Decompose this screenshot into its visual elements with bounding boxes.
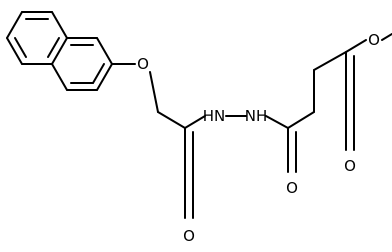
atom-label-ester-single-oxygen: O — [368, 31, 380, 49]
bond — [149, 71, 159, 113]
bond — [51, 11, 68, 39]
bond — [287, 111, 315, 129]
atom-label-right-carbonyl-oxygen: O — [286, 179, 298, 197]
bond — [92, 63, 105, 84]
bond — [265, 115, 289, 129]
bond — [345, 39, 367, 53]
bond — [184, 115, 206, 129]
bond — [96, 37, 113, 65]
bond — [6, 11, 23, 39]
bond — [51, 63, 68, 91]
atom-label-left-nitrogen: HN — [203, 107, 226, 125]
bond — [51, 37, 68, 65]
atom-label-ester-double-oxygen: O — [344, 157, 356, 175]
bond — [157, 111, 186, 129]
bond — [14, 37, 27, 58]
bond — [6, 37, 23, 65]
bond — [313, 51, 347, 71]
bond — [381, 33, 392, 41]
bond — [96, 63, 113, 91]
bond — [47, 37, 60, 58]
naphthalene-ring — [6, 11, 113, 91]
atom-label-ether-oxygen: O — [137, 55, 149, 73]
atom-label-right-nitrogen: NH — [245, 107, 268, 125]
atom-label-left-carbonyl-oxygen: O — [183, 227, 195, 245]
